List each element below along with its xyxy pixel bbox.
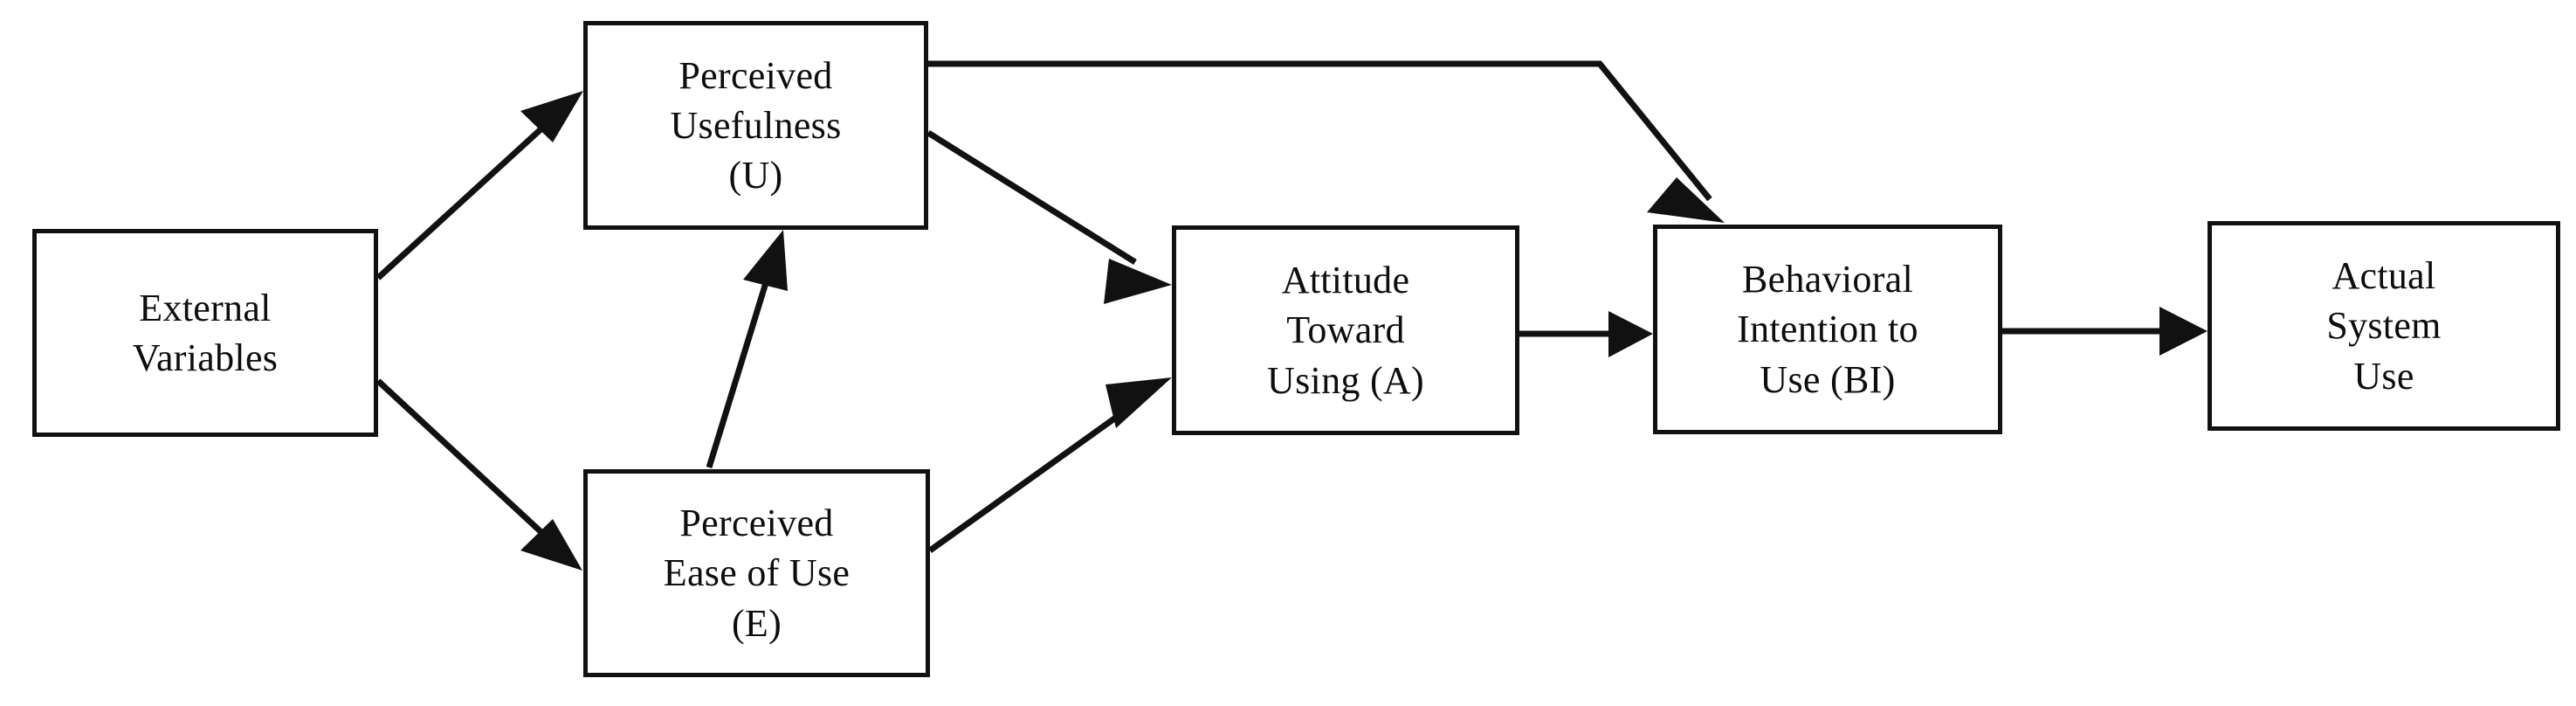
edge-ev-to-pu xyxy=(375,91,583,280)
edge-peou-to-pu xyxy=(706,230,788,469)
node-actual-system-use[interactable]: Actual System Use xyxy=(2208,221,2560,431)
node-label-perceived-ease-of-use: Perceived Ease of Use (E) xyxy=(663,502,851,645)
node-label-behavioral-intention-to-use: Behavioral Intention to Use (BI) xyxy=(1737,258,1918,401)
node-perceived-usefulness[interactable]: Perceived Usefulness (U) xyxy=(583,21,928,230)
edge-a-to-bi xyxy=(1519,311,1653,357)
node-label-perceived-usefulness: Perceived Usefulness (U) xyxy=(670,53,842,197)
edge-pu-to-bi xyxy=(928,60,1725,223)
node-external-variables[interactable]: External Variables xyxy=(32,229,378,437)
node-behavioral-intention-to-use[interactable]: Behavioral Intention to Use (BI) xyxy=(1653,225,2002,434)
edge-bi-to-asu xyxy=(2002,307,2208,356)
node-label-attitude-toward-using: Attitude Toward Using (A) xyxy=(1267,259,1424,402)
node-label-external-variables: External Variables xyxy=(132,286,279,379)
edge-ev-to-peou xyxy=(375,378,582,571)
node-label-actual-system-use: Actual System Use xyxy=(2326,254,2442,398)
edge-peou-to-a xyxy=(927,377,1172,553)
edge-pu-to-a xyxy=(926,130,1172,304)
node-attitude-toward-using[interactable]: Attitude Toward Using (A) xyxy=(1172,225,1519,435)
node-perceived-ease-of-use[interactable]: Perceived Ease of Use (E) xyxy=(583,469,930,677)
